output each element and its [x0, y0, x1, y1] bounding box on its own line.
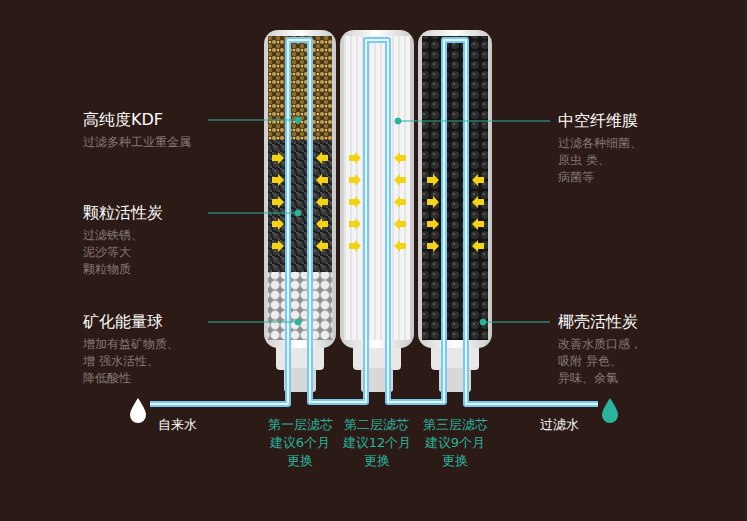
leader-dot — [295, 319, 301, 325]
flow-label: 过滤水 — [540, 416, 579, 434]
leader-line — [485, 322, 550, 323]
flow-arrow — [349, 196, 361, 208]
flow-arrow — [316, 196, 328, 208]
flow-arrows — [272, 152, 484, 252]
granular-carbon-layer — [268, 140, 332, 272]
flow-arrow — [472, 218, 484, 230]
flow-arrow — [427, 218, 439, 230]
flow-arrow — [427, 196, 439, 208]
part-name: 矿化能量球 — [83, 312, 163, 332]
flow-arrow — [272, 240, 284, 252]
flow-arrow — [316, 152, 328, 164]
part-name: 椰壳活性炭 — [558, 312, 638, 332]
leader-dot — [295, 210, 301, 216]
flow-arrow — [316, 174, 328, 186]
stage-note: 第一层滤芯 建议6个月 更换 — [268, 416, 333, 470]
part-description: 过滤多种工业重金属 — [83, 134, 191, 151]
flow-arrow — [394, 240, 406, 252]
kdf-layer — [268, 36, 332, 140]
flow-arrow — [394, 152, 406, 164]
leader-line — [208, 120, 296, 121]
cartridge-shell — [418, 30, 492, 348]
flow-arrow — [394, 196, 406, 208]
stage-note: 第三层滤芯 建议9个月 更换 — [423, 416, 488, 470]
flow-arrow — [394, 174, 406, 186]
hollow-fiber-layer — [344, 36, 410, 340]
part-name: 中空纤维膜 — [558, 111, 638, 131]
cartridge — [340, 30, 414, 392]
part-description: 过滤各种细菌、原虫 类、病菌等 — [558, 135, 642, 186]
flow-arrow — [272, 218, 284, 230]
flow-arrow — [316, 240, 328, 252]
flow-arrow — [272, 174, 284, 186]
part-description: 增加有益矿物质、增 强水活性、降低酸性 — [83, 336, 179, 387]
flow-label: 自来水 — [158, 416, 197, 434]
part-name: 颗粒活性炭 — [83, 203, 163, 223]
cartridge-shell — [264, 30, 336, 348]
coconut-carbon-layer — [422, 36, 488, 340]
part-name: 高纯度KDF — [83, 110, 163, 130]
flow-arrow — [472, 174, 484, 186]
flow-arrow — [472, 240, 484, 252]
leader-lines — [208, 117, 550, 325]
flow-arrow — [272, 152, 284, 164]
flow-arrow — [394, 218, 406, 230]
leader-dot — [395, 118, 401, 124]
flow-arrow — [349, 240, 361, 252]
water-tube-core — [150, 40, 598, 404]
flow-arrow — [272, 196, 284, 208]
cartridge-shell — [340, 30, 414, 348]
leader-dot — [295, 117, 301, 123]
water-drop — [602, 398, 618, 423]
flow-arrow — [349, 174, 361, 186]
leader-line — [208, 213, 296, 214]
flow-arrow — [349, 218, 361, 230]
leader-line — [400, 121, 550, 122]
cartridge — [264, 30, 336, 392]
cartridge — [418, 30, 492, 392]
leader-line — [208, 322, 296, 323]
mineral-ball-layer — [268, 272, 332, 340]
stage-note: 第二层滤芯 建议12个月 更换 — [343, 416, 412, 470]
part-description: 过滤铁锈、泥沙等大 颗粒物质 — [83, 227, 143, 278]
water-drop — [130, 398, 146, 423]
leader-dot — [480, 319, 486, 325]
flow-arrow — [349, 152, 361, 164]
flow-arrow — [427, 174, 439, 186]
water-tube — [150, 40, 598, 404]
flow-arrow — [427, 240, 439, 252]
part-description: 改善水质口感，吸附 异色、异味、余氯 — [558, 336, 642, 387]
flow-arrow — [316, 218, 328, 230]
flow-arrow — [472, 196, 484, 208]
